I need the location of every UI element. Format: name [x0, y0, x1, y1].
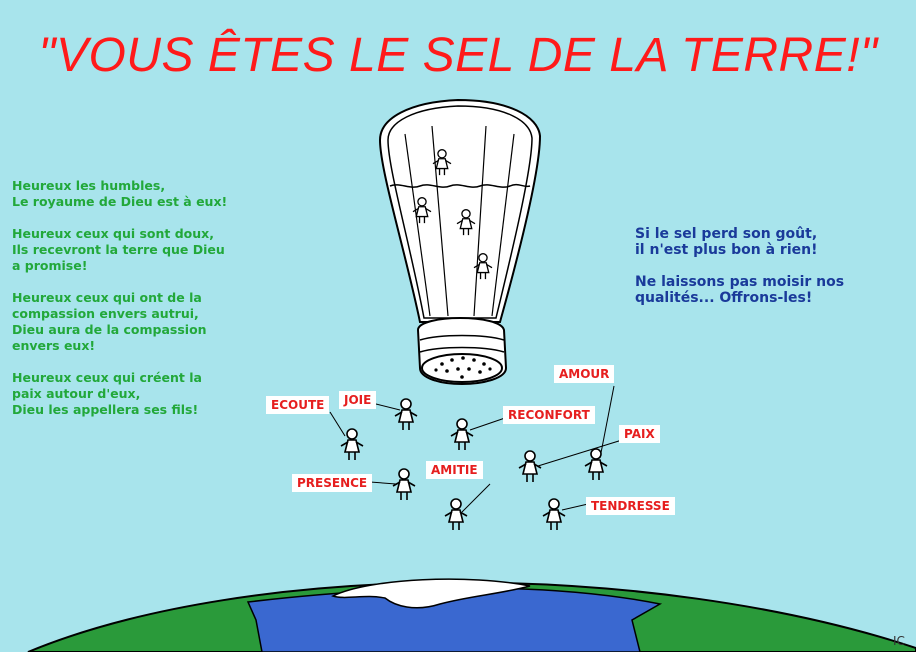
salt-shaker [378, 98, 542, 386]
connector-lines [329, 385, 623, 513]
figure-in-shaker-2 [412, 197, 432, 224]
figure-in-shaker-4 [473, 253, 493, 280]
beatitude-1: Heureux les humbles, Le royaume de Dieu … [12, 178, 228, 209]
figure-joie [394, 398, 418, 430]
figure-presence [392, 468, 416, 500]
beatitude-3: Heureux ceux qui ont de la compassion en… [12, 290, 207, 353]
salt-message: Si le sel perd son goût, il n'est plus b… [635, 226, 905, 322]
beatitude-2: Heureux ceux qui sont doux, Ils recevron… [12, 226, 225, 273]
label-amour: AMOUR [554, 365, 615, 383]
label-joie: JOIE [339, 391, 377, 409]
figure-in-shaker-3 [456, 209, 476, 236]
beatitudes-text: Heureux les humbles, Le royaume de Dieu … [12, 178, 252, 434]
figure-tendresse [542, 498, 566, 530]
label-presence: PRESENCE [292, 474, 373, 492]
figure-amour [584, 448, 608, 480]
beatitude-4: Heureux ceux qui créent la paix autour d… [12, 370, 202, 417]
figure-in-shaker-1 [432, 149, 452, 176]
message-1: Si le sel perd son goût, il n'est plus b… [635, 226, 818, 258]
figure-reconfort [450, 418, 474, 450]
earth-ocean [246, 587, 663, 652]
figure-amitie [444, 498, 468, 530]
figure-ecoute [340, 428, 364, 460]
earth [27, 578, 916, 652]
message-2: Ne laissons pas moisir nos qualités... O… [635, 274, 845, 306]
label-amitie: AMITIE [426, 461, 483, 479]
signature: IC [893, 634, 905, 648]
figure-paix [518, 450, 542, 482]
label-ecoute: ECOUTE [266, 396, 330, 414]
figures-in-shaker [412, 149, 493, 280]
earth-ice [331, 578, 531, 609]
virtue-figures [340, 398, 608, 530]
label-reconfort: RECONFORT [503, 406, 595, 424]
page-title: "VOUS ÊTES LE SEL DE LA TERRE!" [38, 29, 878, 82]
label-paix: PAIX [619, 425, 660, 443]
label-tendresse: TENDRESSE [586, 497, 675, 515]
